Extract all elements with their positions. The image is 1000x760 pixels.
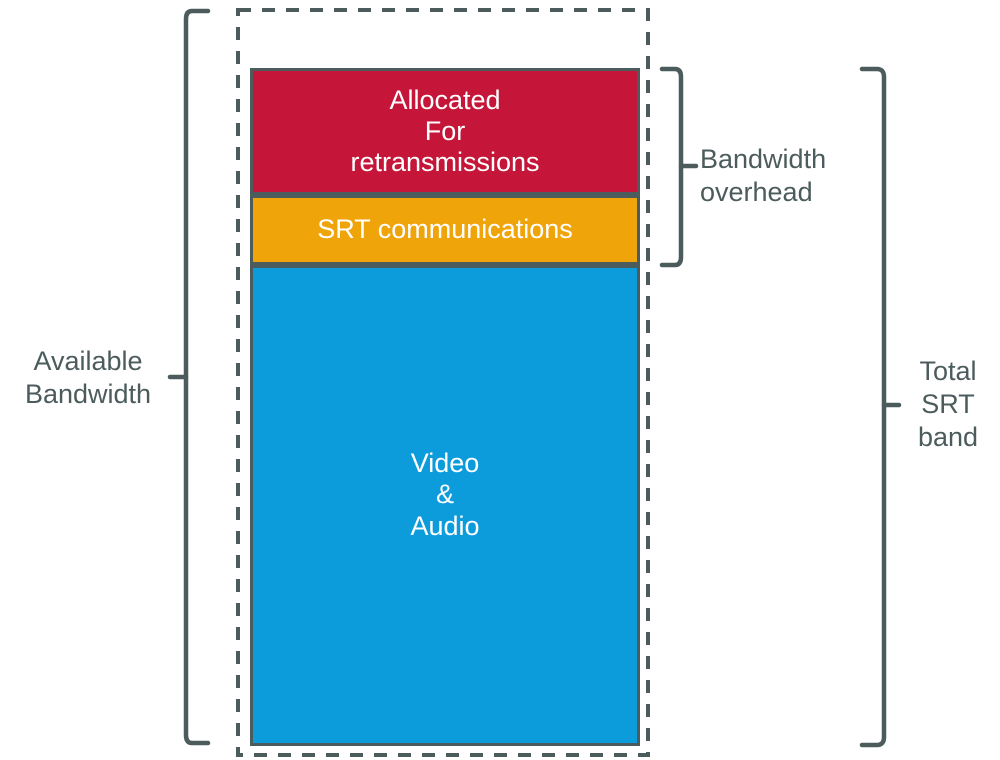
bar-srt-communications: SRT communications: [250, 195, 640, 265]
bandwidth-overhead-bracket: [659, 66, 699, 268]
bar-allocated-for-retransmissions: Allocated For retransmissions: [250, 68, 640, 195]
label-total-srt-band: Total SRT band: [917, 356, 979, 452]
label-bandwidth-overhead: Bandwidth overhead: [700, 144, 827, 207]
bar-video-and-audio: Video & Audio: [250, 265, 640, 746]
available-bandwidth-bracket: [167, 8, 211, 746]
label-available-bandwidth: Available Bandwidth: [24, 346, 152, 409]
